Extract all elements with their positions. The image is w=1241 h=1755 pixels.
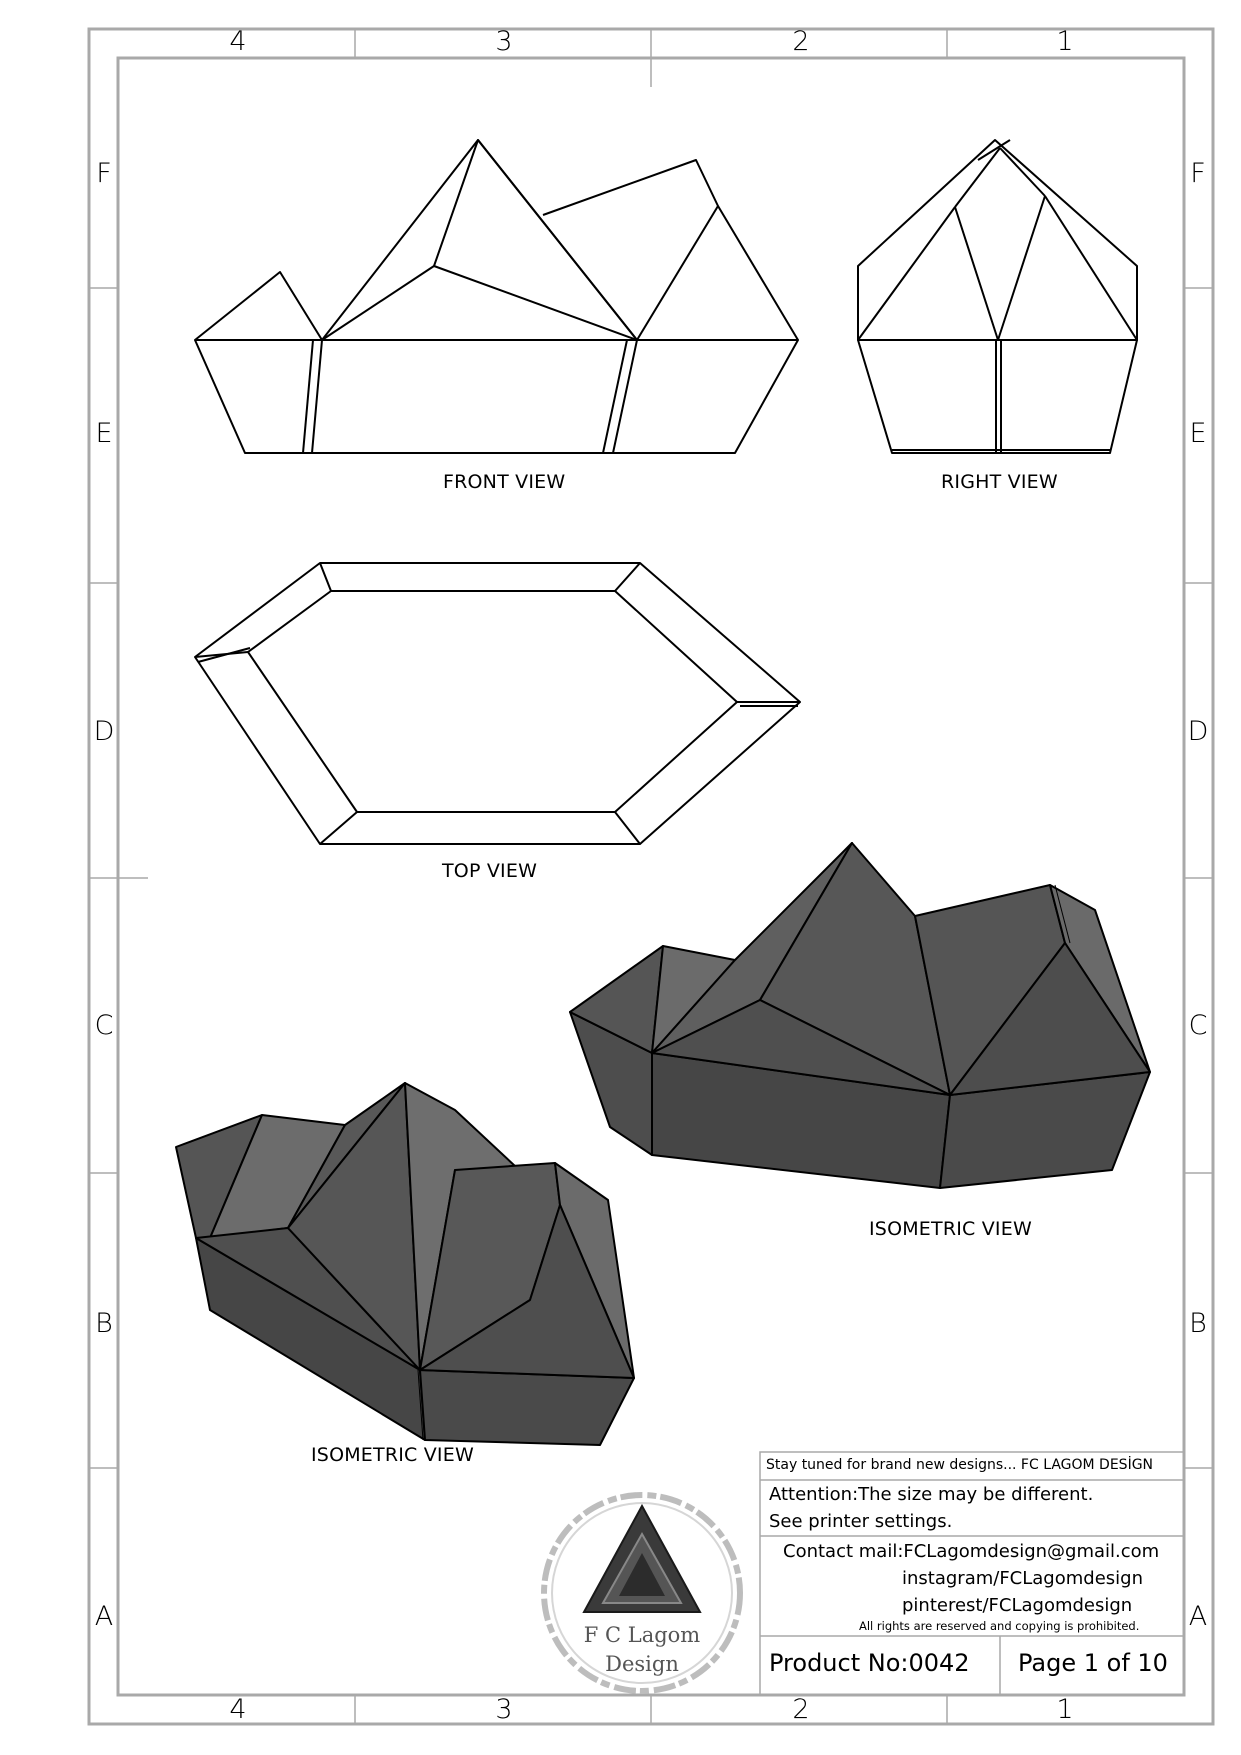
zone-col-3-top: 3 <box>495 26 513 57</box>
front-view-label: FRONT VIEW <box>443 471 566 493</box>
right-view-drawing <box>857 139 1138 454</box>
zone-col-3-bottom: 3 <box>495 1694 513 1725</box>
zone-ticks <box>89 29 1213 1724</box>
rights-notice: All rights are reserved and copying is p… <box>859 1619 1140 1633</box>
top-view-label: TOP VIEW <box>442 860 538 882</box>
zone-col-1-bottom: 1 <box>1056 1694 1074 1725</box>
isometric-view-2-drawing <box>175 1082 635 1446</box>
page-number: Page 1 of 10 <box>1018 1649 1168 1677</box>
pinterest-handle: pinterest/FCLagomdesign <box>902 1595 1133 1616</box>
zone-row-f-right: F <box>1190 158 1206 189</box>
attention-line-2: See printer settings. <box>769 1511 953 1532</box>
zone-row-c-left: C <box>94 1010 114 1041</box>
zone-col-4-bottom: 4 <box>229 1694 247 1725</box>
zone-row-a-left: A <box>94 1601 114 1632</box>
instagram-handle: instagram/FCLagomdesign <box>902 1568 1143 1589</box>
isometric-view-1-drawing <box>569 842 1151 1189</box>
zone-row-d-right: D <box>1187 716 1209 747</box>
zone-row-b-right: B <box>1189 1308 1207 1339</box>
zone-row-f-left: F <box>96 158 112 189</box>
front-view-drawing <box>194 139 799 454</box>
logo-text-line2: Design <box>605 1652 679 1676</box>
top-view-drawing <box>194 562 801 845</box>
attention-line-1: Attention:The size may be different. <box>769 1484 1094 1505</box>
zone-col-1-top: 1 <box>1056 26 1074 57</box>
zone-row-c-right: C <box>1188 1010 1208 1041</box>
zone-row-b-left: B <box>95 1308 113 1339</box>
title-block-frame <box>759 1451 1185 1696</box>
brand-logo <box>541 1492 743 1694</box>
isometric-view-2-label: ISOMETRIC VIEW <box>311 1444 474 1466</box>
isometric-view-1-label: ISOMETRIC VIEW <box>869 1218 1032 1240</box>
logo-text-line1: F C Lagom <box>583 1623 701 1647</box>
right-view-label: RIGHT VIEW <box>941 471 1058 493</box>
contact-mail: Contact mail:FCLagomdesign@gmail.com <box>783 1541 1160 1562</box>
zone-col-4-top: 4 <box>229 26 247 57</box>
zone-row-a-right: A <box>1188 1601 1208 1632</box>
zone-row-d-left: D <box>93 716 115 747</box>
zone-col-2-top: 2 <box>792 26 810 57</box>
zone-col-2-bottom: 2 <box>792 1694 810 1725</box>
product-number: Product No:0042 <box>769 1649 970 1677</box>
zone-row-e-right: E <box>1189 418 1207 449</box>
tagline: Stay tuned for brand new designs... FC L… <box>766 1457 1154 1473</box>
zone-row-e-left: E <box>95 418 113 449</box>
